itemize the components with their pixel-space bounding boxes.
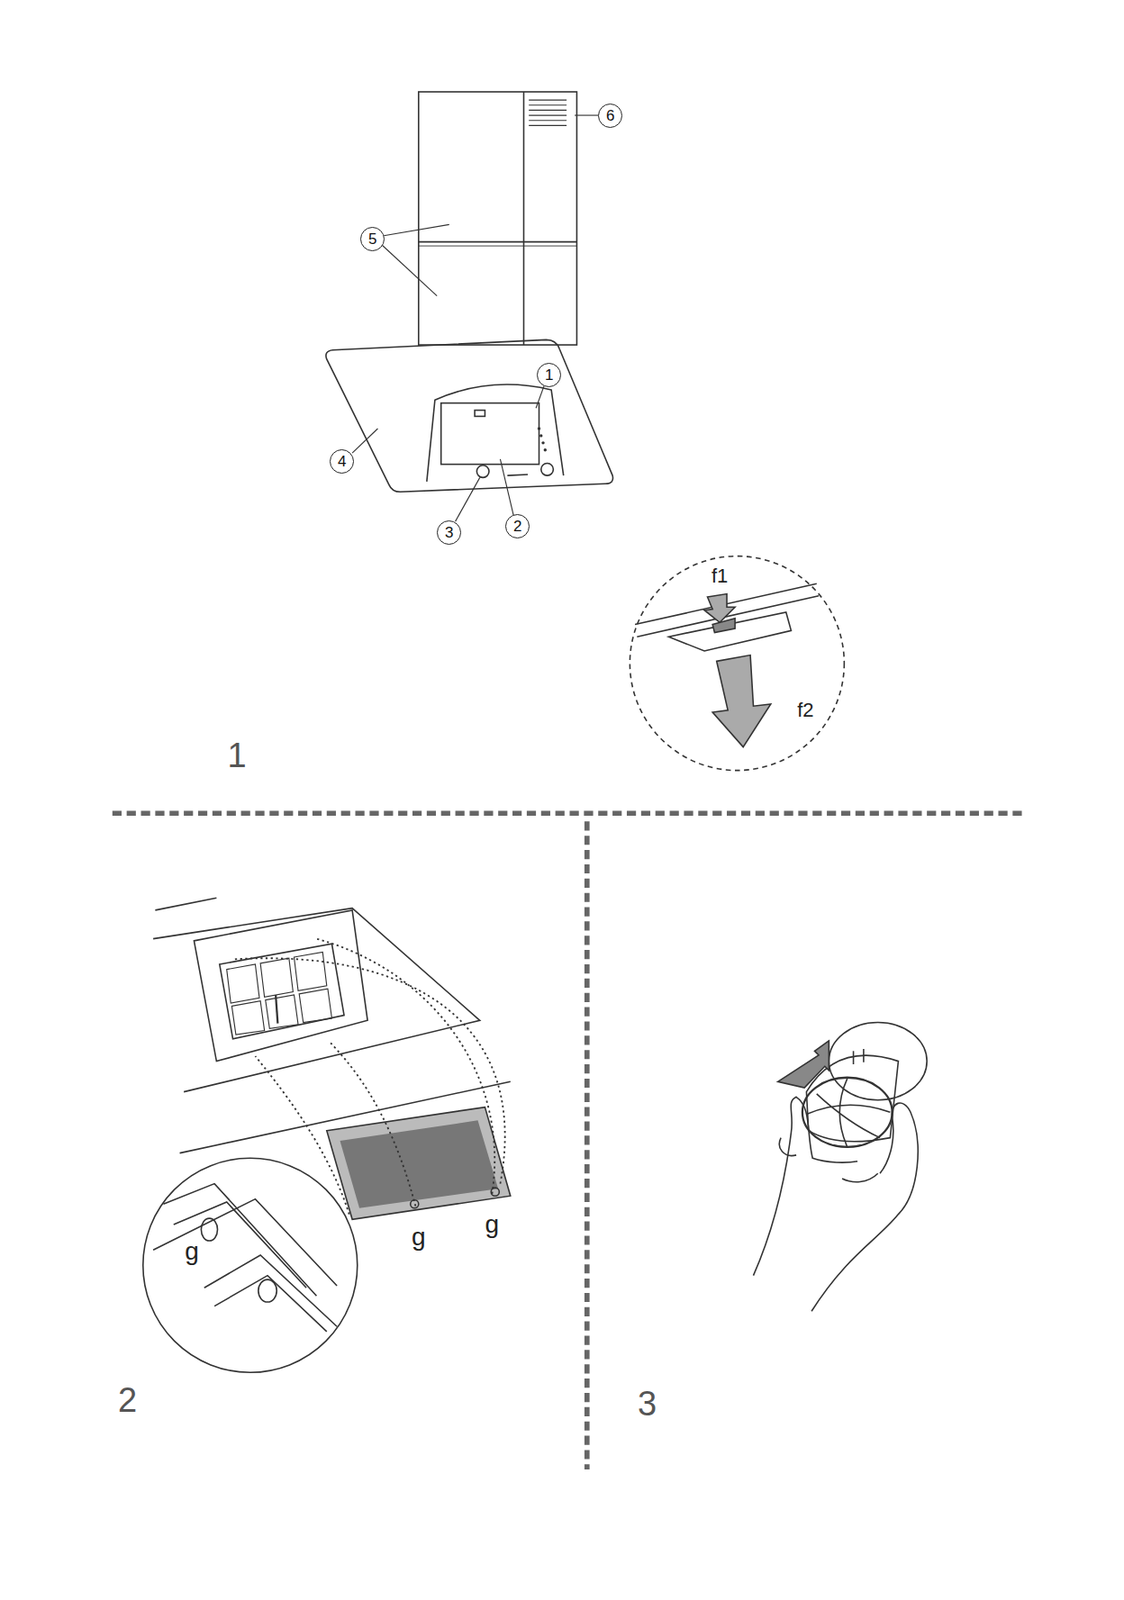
leader-lines bbox=[352, 115, 599, 522]
force-label: f2 bbox=[797, 700, 814, 721]
callout-circle: 4 bbox=[329, 449, 354, 474]
callout-number: 2 bbox=[513, 518, 522, 535]
force-label: f1 bbox=[711, 566, 728, 587]
canopy bbox=[326, 339, 614, 492]
separator bbox=[112, 810, 1026, 816]
callout-number: 3 bbox=[444, 525, 454, 541]
hand bbox=[811, 1103, 918, 1312]
callout-circle: 5 bbox=[360, 226, 385, 252]
separator bbox=[584, 821, 590, 1470]
callout-circle: 1 bbox=[536, 362, 562, 388]
clip-label: g bbox=[485, 1212, 500, 1238]
chimney bbox=[418, 91, 578, 345]
callout-number: 5 bbox=[368, 231, 377, 247]
step-number: 3 bbox=[637, 1386, 657, 1422]
callout-circle: 2 bbox=[505, 514, 530, 539]
callout-number: 6 bbox=[606, 108, 615, 124]
vent-grid bbox=[528, 99, 567, 126]
filter-housing bbox=[193, 910, 368, 1062]
removal-arrow bbox=[778, 1041, 830, 1088]
detail-circle bbox=[629, 556, 844, 771]
clip-label: g bbox=[411, 1224, 427, 1251]
step-number: 1 bbox=[226, 738, 246, 773]
callout-circle: 6 bbox=[598, 103, 623, 128]
clip-label: g bbox=[184, 1239, 200, 1265]
hand bbox=[752, 1096, 858, 1276]
arrow-f2 bbox=[712, 655, 771, 748]
callout-number: 1 bbox=[544, 367, 553, 383]
callout-circle: 3 bbox=[436, 520, 462, 545]
arrow-f1 bbox=[704, 594, 735, 624]
grease-filter bbox=[326, 1107, 511, 1221]
step-number: 2 bbox=[117, 1383, 137, 1418]
lamp-globe bbox=[802, 1078, 893, 1148]
detail-circle bbox=[143, 1158, 358, 1373]
callout-number: 4 bbox=[337, 453, 346, 470]
